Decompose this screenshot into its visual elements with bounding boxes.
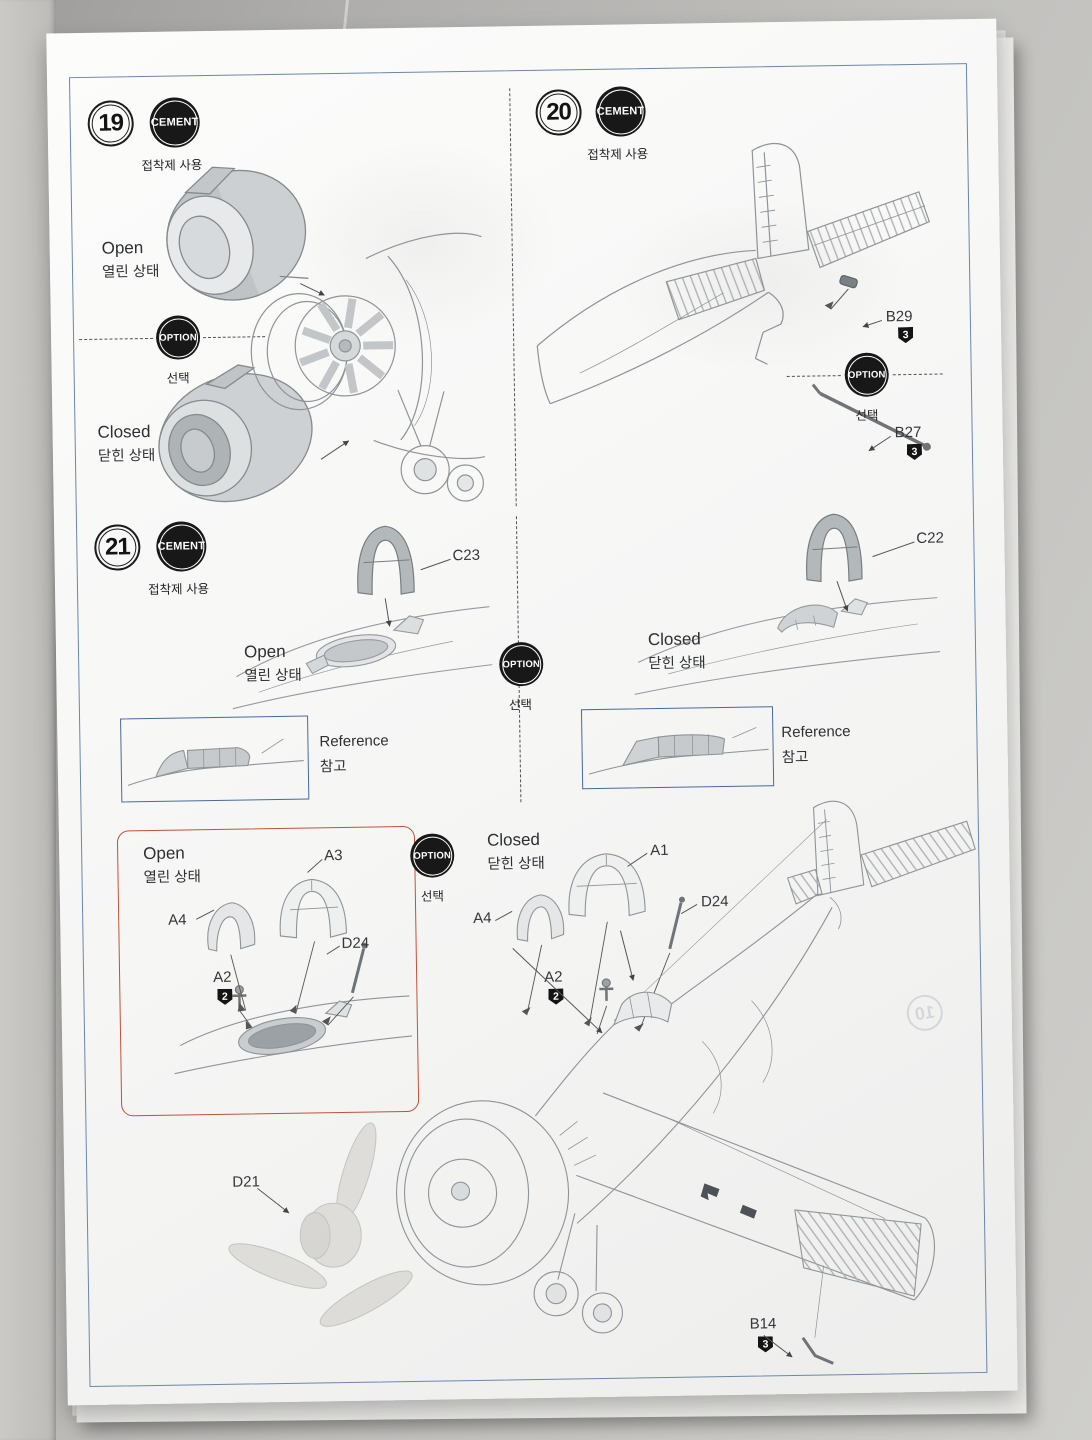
option-badge-caption: 선택 bbox=[855, 408, 879, 423]
instruction-sheet-page: 10 19 CEMENT 접착제 사용 Open 열린 상태 OPTION 선 bbox=[46, 18, 1018, 1406]
tail-section-drawing bbox=[536, 143, 931, 451]
step21-closed-label-ko: 닫힌 상태 bbox=[648, 655, 706, 673]
part-label-d21: D21 bbox=[232, 1173, 261, 1191]
aircraft-assembly-drawing bbox=[395, 800, 976, 1365]
step21-closed-label-en: Closed bbox=[647, 629, 701, 650]
reference-label-en: Reference bbox=[781, 722, 851, 742]
part-label-a3: A3 bbox=[324, 846, 343, 865]
step-19-number-text: 19 bbox=[98, 109, 124, 137]
canopy-part-c23-drawing bbox=[357, 525, 415, 596]
fuselage-open-canopy-drawing bbox=[232, 606, 493, 710]
part-label-a2-open: A2 bbox=[212, 968, 232, 987]
reference-box-closed bbox=[580, 706, 775, 790]
cowling-open-drawing bbox=[166, 166, 309, 301]
cement-badge-label: CEMENT bbox=[150, 116, 199, 129]
reference-open-profile-drawing bbox=[127, 738, 304, 786]
reference-label-ko: 참고 bbox=[781, 749, 809, 767]
option-badge-label: OPTION bbox=[502, 658, 541, 670]
part-label-a4-open: A4 bbox=[168, 911, 187, 929]
open-canopy-parts-drawing bbox=[174, 878, 413, 1075]
part-label-b29: B29 bbox=[885, 307, 913, 326]
engine-fuselage-drawing bbox=[250, 232, 486, 502]
canopy-part-c22-drawing bbox=[805, 513, 863, 583]
reference-box-open bbox=[120, 715, 310, 803]
step19-open-label-ko: 열린 상태 bbox=[101, 263, 160, 281]
cement-badge-caption: 접착제 사용 bbox=[147, 582, 210, 598]
cement-badge-label: CEMENT bbox=[596, 105, 645, 118]
option-badge-caption: 선택 bbox=[508, 698, 533, 713]
cowling-closed-drawing bbox=[158, 364, 313, 503]
step21-open-label-en: Open bbox=[243, 641, 286, 662]
reference-label-ko: 참고 bbox=[319, 758, 347, 776]
option-badge-label: OPTION bbox=[847, 368, 886, 381]
propeller-part-d21-drawing bbox=[228, 1122, 413, 1327]
option-badge-label: OPTION bbox=[159, 331, 197, 344]
step21-open-label-ko: 열린 상태 bbox=[244, 667, 302, 685]
radial-engine bbox=[299, 298, 394, 394]
part-label-c22: C22 bbox=[916, 529, 944, 547]
part-label-c23: C23 bbox=[452, 546, 481, 565]
step-21-number-text: 21 bbox=[104, 533, 130, 561]
step-20-number-text: 20 bbox=[546, 98, 572, 126]
step19-open-label-en: Open bbox=[101, 238, 144, 258]
part-label-b14: B14 bbox=[749, 1315, 777, 1333]
part-label-b27: B27 bbox=[894, 423, 922, 442]
desk-surface-left-band bbox=[0, 0, 56, 1440]
cement-badge-label: CEMENT bbox=[157, 540, 206, 553]
reference-label-en: Reference bbox=[319, 732, 389, 751]
fuselage-closed-canopy-drawing bbox=[634, 597, 941, 695]
reference-closed-profile-drawing bbox=[588, 727, 769, 775]
closed-canopy-parts-drawing bbox=[516, 853, 685, 1035]
